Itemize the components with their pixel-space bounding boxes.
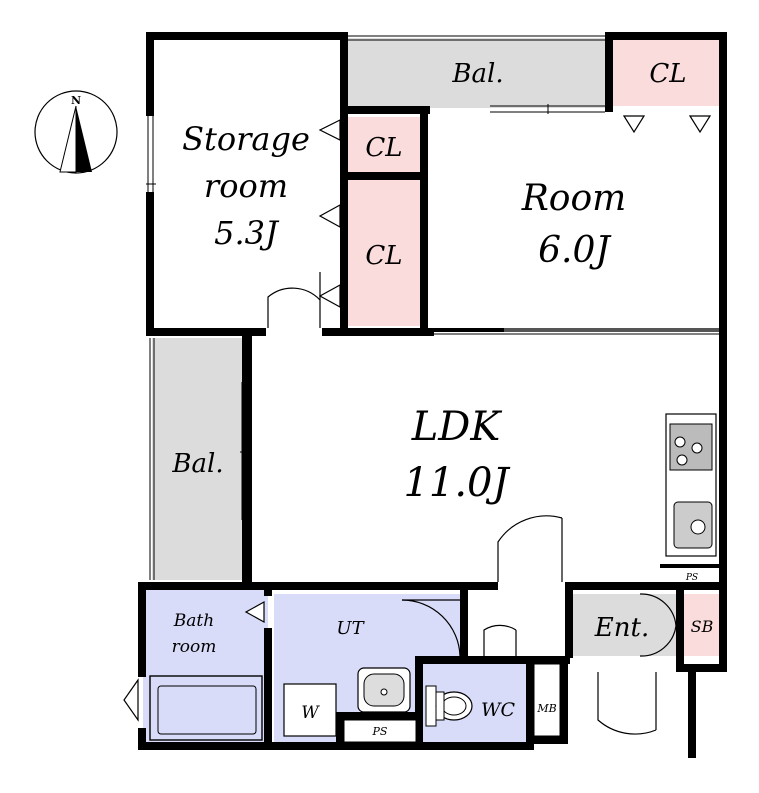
closet-top-right-label: CL xyxy=(649,59,686,89)
closet-door-marks xyxy=(123,115,712,722)
sliding-door-track xyxy=(504,328,719,332)
shoe-box-fill xyxy=(682,594,722,656)
bathtub xyxy=(149,675,263,741)
wash-basin xyxy=(357,667,411,713)
ps-box-bottom xyxy=(343,719,417,743)
compass: N xyxy=(34,90,118,174)
shoe-box-label: SB xyxy=(691,617,714,636)
mb-label: MB xyxy=(536,702,556,715)
closet-tall-fill xyxy=(347,180,420,326)
bath-room-label: Bath xyxy=(173,611,214,631)
storage-room-label: Storage xyxy=(182,120,310,158)
storage-room-size: 5.3J xyxy=(214,214,280,252)
mb-box xyxy=(533,663,561,737)
balcony-left-fill xyxy=(152,338,242,580)
walls xyxy=(138,32,727,758)
toilet xyxy=(425,685,473,727)
ldk-label: LDK xyxy=(411,404,503,450)
wc-label: WC xyxy=(481,699,516,721)
ps-right-label: PS xyxy=(685,573,698,583)
doors xyxy=(267,272,677,735)
washer-label: W xyxy=(301,703,320,723)
kitchen-counter xyxy=(665,413,717,557)
closet-small-fill xyxy=(347,117,420,172)
room-size: 6.0J xyxy=(538,230,612,271)
windows xyxy=(146,35,719,580)
balcony-top-label: Bal. xyxy=(451,59,503,89)
bath-room-label-2: room xyxy=(172,637,217,657)
storage-room-label-2: room xyxy=(204,167,288,205)
room-label: Room xyxy=(521,178,627,219)
closet-tall-label: CL xyxy=(365,241,402,271)
entrance-label: Ent. xyxy=(594,613,649,643)
entrance-fill xyxy=(570,594,678,656)
washing-machine-space xyxy=(283,683,337,737)
balcony-left-label: Bal. xyxy=(171,449,223,479)
ldk-size: 11.0J xyxy=(403,460,510,506)
ut-label: UT xyxy=(336,618,365,639)
compass-north-label: N xyxy=(71,94,81,107)
balcony-top-fill xyxy=(347,38,609,108)
closet-top-right-fill xyxy=(612,38,722,106)
closet-small-label: CL xyxy=(365,133,402,163)
ps-bottom-label: PS xyxy=(372,725,388,738)
